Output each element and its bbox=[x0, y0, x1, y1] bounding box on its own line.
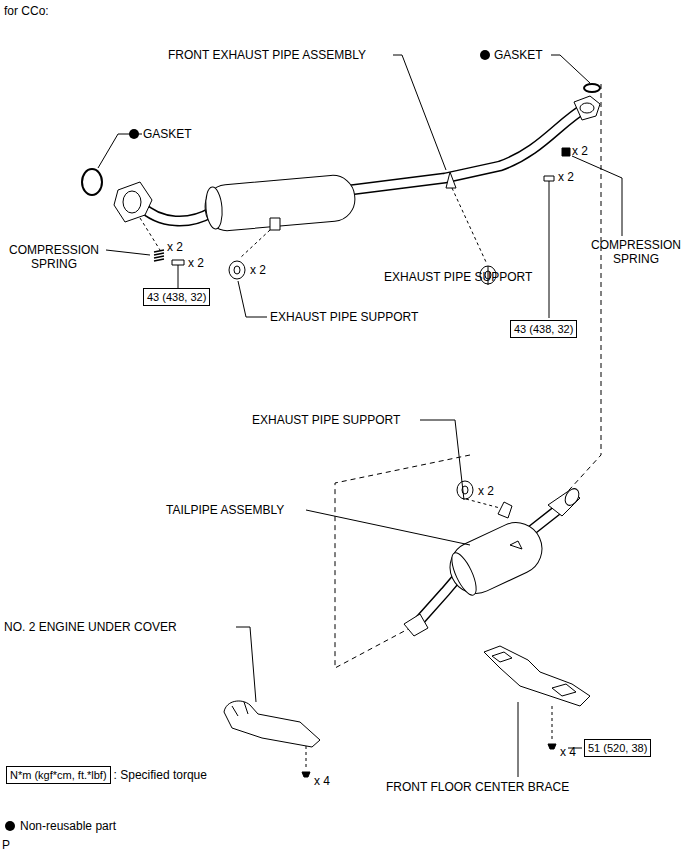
quantity: x 2 bbox=[250, 263, 266, 277]
torque-value: 51 (520, 38) bbox=[584, 739, 651, 757]
part-name: FRONT FLOOR CENTER BRACE bbox=[386, 780, 569, 794]
torque-box: N*m (kgf*cm, ft.*lbf): Specified torque bbox=[6, 766, 207, 784]
quantity: x 2 bbox=[167, 240, 183, 254]
part-name: EXHAUST PIPE SUPPORT bbox=[384, 270, 532, 284]
part-name: TAILPIPE ASSEMBLY bbox=[166, 503, 284, 517]
legend-text: Non-reusable part bbox=[20, 819, 116, 833]
torque-note: : Specified torque bbox=[111, 768, 207, 782]
part-name: GASKET bbox=[494, 48, 543, 62]
quantity: x 2 bbox=[188, 256, 204, 270]
quantity: x 4 bbox=[314, 774, 330, 788]
part-name: NO. 2 ENGINE UNDER COVER bbox=[4, 620, 177, 634]
part-name: COMPRESSION SPRING bbox=[584, 238, 688, 266]
torque-value: N*m (kgf*cm, ft.*lbf) bbox=[6, 766, 111, 784]
torque-box: 51 (520, 38) bbox=[584, 739, 651, 757]
part-name: EXHAUST PIPE SUPPORT bbox=[270, 310, 418, 324]
page-mark: P bbox=[2, 838, 10, 852]
quantity: x 4 bbox=[560, 745, 576, 759]
part-name: GASKET bbox=[143, 127, 192, 141]
part-name: FRONT EXHAUST PIPE ASSEMBLY bbox=[168, 48, 366, 62]
part-name: EXHAUST PIPE SUPPORT bbox=[252, 413, 400, 427]
quantity: x 2 bbox=[558, 170, 574, 184]
torque-box: 43 (438, 32) bbox=[510, 320, 577, 338]
quantity: x 2 bbox=[478, 484, 494, 498]
torque-value: 43 (438, 32) bbox=[510, 320, 577, 338]
torque-value: 43 (438, 32) bbox=[143, 288, 210, 306]
quantity: x 2 bbox=[572, 144, 588, 158]
legend-item: Non-reusable part bbox=[20, 819, 116, 833]
heading-note: for CCo: bbox=[4, 4, 49, 18]
torque-box: 43 (438, 32) bbox=[143, 288, 210, 306]
part-name: COMPRESSION SPRING bbox=[2, 243, 106, 271]
